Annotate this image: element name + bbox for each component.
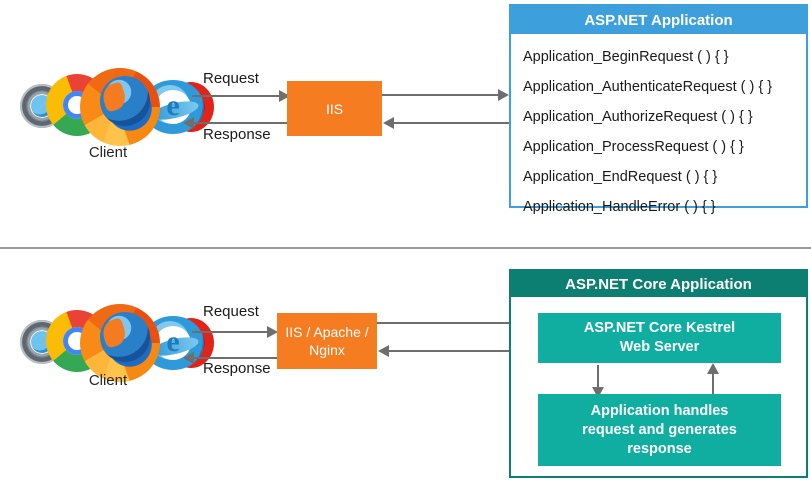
- kestrel-to-proxy-line: [387, 350, 537, 352]
- handler-card-line3: response: [627, 440, 692, 457]
- section-divider: [0, 247, 811, 249]
- method-row: Application_AuthenticateRequest ( ) { }: [523, 79, 773, 95]
- handler-card-line1: Application handles: [590, 402, 729, 419]
- response-arrow-bottom-line: [192, 357, 277, 359]
- method-row: Application_HandleError ( ) { }: [523, 199, 716, 215]
- request-arrow-bottom-line: [192, 331, 270, 333]
- method-row: Application_BeginRequest ( ) { }: [523, 49, 729, 65]
- app-to-iis-line: [392, 122, 510, 124]
- response-arrow-top-head: [183, 117, 194, 129]
- reverse-proxy-box-line1: IIS / Apache /: [285, 324, 369, 340]
- method-row: Application_ProcessRequest ( ) { }: [523, 139, 744, 155]
- method-row: Application_EndRequest ( ) { }: [523, 169, 718, 185]
- reverse-proxy-box-line2: Nginx: [309, 342, 345, 358]
- firefox-icon: [80, 68, 160, 146]
- request-label-bottom: Request: [203, 303, 259, 320]
- internet-explorer-e-glyph: e: [166, 325, 180, 358]
- method-row: Application_AuthorizeRequest ( ) { }: [523, 109, 753, 125]
- request-label-top: Request: [203, 70, 259, 87]
- kestrel-card-line1: ASP.NET Core Kestrel: [583, 320, 736, 336]
- request-arrow-top-line: [192, 95, 281, 97]
- iis-server-box[interactable]: IIS: [287, 81, 382, 136]
- response-arrow-bottom-head: [183, 352, 194, 364]
- iis-server-box-label: IIS: [325, 100, 344, 117]
- handler-to-kestrel-head: [707, 363, 719, 374]
- client-label-top: Client: [88, 144, 128, 161]
- client-label-bottom: Client: [88, 372, 128, 389]
- kestrel-web-server-card[interactable]: ASP.NET Core Kestrel Web Server: [538, 313, 781, 363]
- response-label-top: Response: [203, 126, 271, 143]
- app-to-iis-head: [383, 117, 394, 129]
- response-arrow-top-line: [192, 122, 287, 124]
- client-browsers-top: e: [18, 68, 214, 146]
- kestrel-to-proxy-head: [378, 345, 389, 357]
- reverse-proxy-box[interactable]: IIS / Apache / Nginx: [277, 313, 377, 369]
- internet-explorer-e-glyph: e: [166, 89, 180, 122]
- kestrel-to-handler-line: [597, 365, 599, 389]
- request-arrow-bottom-head: [267, 326, 278, 338]
- handler-card-line2: request and generates: [582, 421, 737, 438]
- proxy-to-kestrel-line: [377, 322, 532, 324]
- application-handler-card[interactable]: Application handles request and generate…: [538, 394, 781, 466]
- iis-to-app-head: [498, 89, 509, 101]
- iis-to-app-line: [382, 94, 500, 96]
- kestrel-to-handler-head: [592, 387, 604, 398]
- aspnet-application-header: ASP.NET Application: [511, 6, 806, 34]
- client-browsers-bottom: e: [18, 304, 214, 382]
- aspnet-core-application-header: ASP.NET Core Application: [511, 271, 806, 297]
- handler-to-kestrel-line: [712, 368, 714, 394]
- aspnet-application-method-list: Application_BeginRequest ( ) { } Applica…: [511, 34, 806, 222]
- aspnet-application-panel: ASP.NET Application Application_BeginReq…: [509, 4, 808, 215]
- firefox-icon: [80, 304, 160, 382]
- response-label-bottom: Response: [203, 360, 271, 377]
- request-arrow-top-head: [279, 90, 290, 102]
- kestrel-card-line2: Web Server: [619, 339, 700, 355]
